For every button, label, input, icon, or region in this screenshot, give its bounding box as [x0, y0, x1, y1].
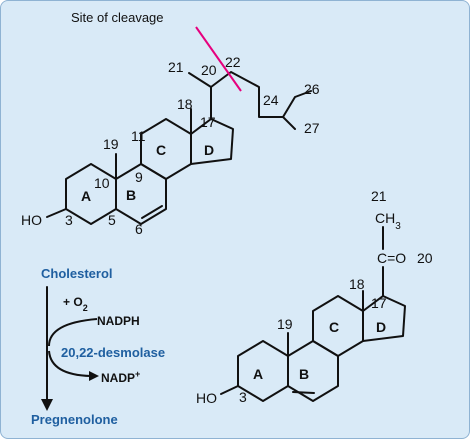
ring-label-a-pregnenolone: A — [253, 366, 263, 382]
atom-number-3-pregnenolone: 3 — [239, 389, 247, 405]
atom-number-20-cholesterol: 20 — [201, 62, 217, 78]
atom-number-19-pregnenolone: 19 — [277, 316, 293, 332]
reaction-arrow-head — [41, 399, 53, 411]
ring-label-b-pregnenolone: B — [299, 366, 309, 382]
c5-c6-double-bond-pregnenolone — [292, 391, 315, 394]
substrate-label: Cholesterol — [41, 266, 113, 281]
cofactor-in-curve — [48, 318, 98, 347]
cofactor-out-curve — [48, 350, 92, 377]
nadp-label: NADP+ — [101, 369, 140, 385]
c3-oh-bond — [46, 208, 67, 218]
hydroxyl-group-pregnenolone: HO — [196, 390, 217, 406]
atom-number-24-cholesterol: 24 — [263, 92, 279, 108]
atom-number-27-cholesterol: 27 — [304, 120, 320, 136]
atom-number-17-cholesterol: 17 — [200, 114, 216, 130]
ring-label-b-cholesterol: B — [126, 187, 136, 203]
atom-number-11-cholesterol: 11 — [131, 128, 146, 144]
ring-label-d-pregnenolone: D — [376, 319, 386, 335]
atom-number-10-cholesterol: 10 — [94, 175, 110, 191]
ring-label-d-cholesterol: D — [204, 142, 214, 158]
methyl-group-pregnenolone: CH3 — [375, 210, 401, 232]
atom-number-21-pregnenolone: 21 — [371, 188, 387, 204]
product-label: Pregnenolone — [31, 412, 118, 427]
ring-label-c-cholesterol: C — [156, 142, 166, 158]
atom-number-26-cholesterol: 26 — [304, 81, 320, 97]
ring-d-cholesterol — [190, 118, 234, 165]
cleavage-pointer-line — [195, 26, 242, 92]
ring-label-c-pregnenolone: C — [329, 319, 339, 335]
atom-number-3-cholesterol: 3 — [65, 212, 73, 228]
c21-methyl-bond — [188, 72, 212, 88]
atom-number-17-pregnenolone: 17 — [371, 295, 387, 311]
cleavage-site-label: Site of cleavage — [71, 10, 164, 25]
atom-number-18-cholesterol: 18 — [177, 96, 193, 112]
oxygen-cofactor-label: + O2 — [63, 295, 88, 313]
enzyme-label: 20,22-desmolase — [61, 345, 165, 360]
nadph-label: NADPH — [97, 314, 140, 328]
c27-methyl-bond — [282, 116, 296, 130]
pregnenolone-structure — [220, 226, 406, 402]
atom-number-21-cholesterol: 21 — [168, 59, 184, 75]
atom-number-6-cholesterol: 6 — [135, 221, 143, 237]
side-chain-cholesterol — [210, 71, 312, 120]
atom-number-9-cholesterol: 9 — [135, 169, 143, 185]
ring-d-pregnenolone — [362, 295, 406, 342]
cofactor-out-arrowhead — [89, 371, 99, 381]
ring-label-a-cholesterol: A — [81, 188, 91, 204]
atom-number-22-cholesterol: 22 — [225, 54, 241, 70]
hydroxyl-group-cholesterol: HO — [21, 212, 42, 228]
atom-number-5-cholesterol: 5 — [108, 212, 116, 228]
cholesterol-structure — [46, 26, 312, 225]
c3-oh-bond-pregnenolone — [220, 385, 239, 395]
c5-c6-double-bond — [141, 205, 163, 219]
carbonyl-group-pregnenolone: C=O — [377, 250, 406, 266]
atom-number-18-pregnenolone: 18 — [349, 276, 365, 292]
atom-number-19-cholesterol: 19 — [103, 136, 119, 152]
atom-number-20-pregnenolone: 20 — [417, 250, 433, 266]
